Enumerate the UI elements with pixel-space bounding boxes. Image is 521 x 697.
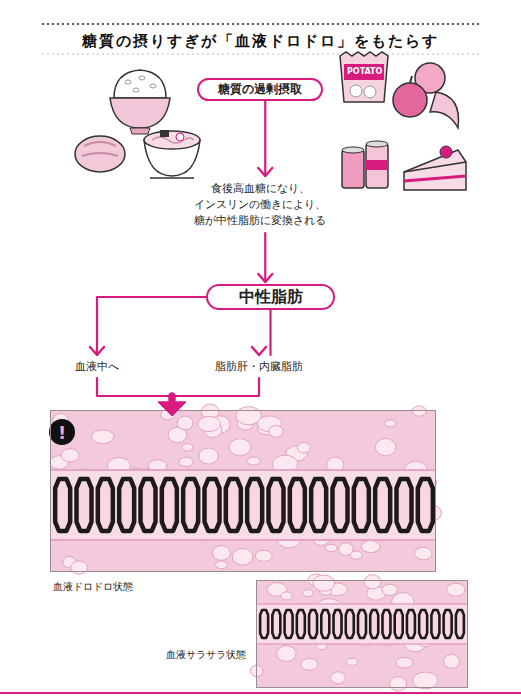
process-pill: 中性脂肪	[206, 284, 335, 310]
edge-label: 血液中へ	[74, 359, 120, 375]
fruit	[393, 63, 459, 128]
illustration-panel: 血液ドロドロ状態	[50, 410, 436, 572]
chips-bag	[340, 52, 388, 102]
diagram-title: 糖質の摂りすぎが「血液ドロドロ」をもたらす	[0, 32, 521, 51]
node-text: 糖質の過剰摂取	[218, 81, 302, 98]
connector-arrow	[90, 297, 206, 416]
edge-label: 食後高血糖になり、 インスリンの働きにより、 糖が中性脂肪に変換される	[193, 181, 327, 229]
cake	[404, 146, 466, 190]
bread-roll	[75, 136, 125, 172]
rice-bowl	[110, 70, 170, 134]
warning-badge	[49, 419, 75, 445]
warning-mark: !	[58, 422, 66, 443]
blood-vessel-thin	[250, 574, 468, 691]
page-rule	[0, 692, 521, 694]
panel-caption: 血液サラサラ状態	[166, 648, 246, 662]
panel-caption: 血液ドロドロ状態	[53, 580, 133, 594]
dotted-rule	[42, 54, 480, 55]
dotted-rule	[42, 23, 480, 25]
start-pill: 糖質の過剰摂取	[197, 78, 323, 101]
connector-arrow	[258, 101, 272, 282]
ramen-bowl	[144, 130, 200, 178]
illustration-panel: 血液サラサラ状態	[256, 580, 468, 688]
node-text: 中性脂肪	[239, 287, 303, 308]
package-text: POTATO	[347, 67, 382, 76]
connector-arrow	[158, 310, 271, 416]
edge-label: 脂肪肝・内臓脂肪	[214, 359, 304, 375]
blood-vessel-thick	[50, 404, 442, 574]
soda-cans	[342, 141, 388, 188]
